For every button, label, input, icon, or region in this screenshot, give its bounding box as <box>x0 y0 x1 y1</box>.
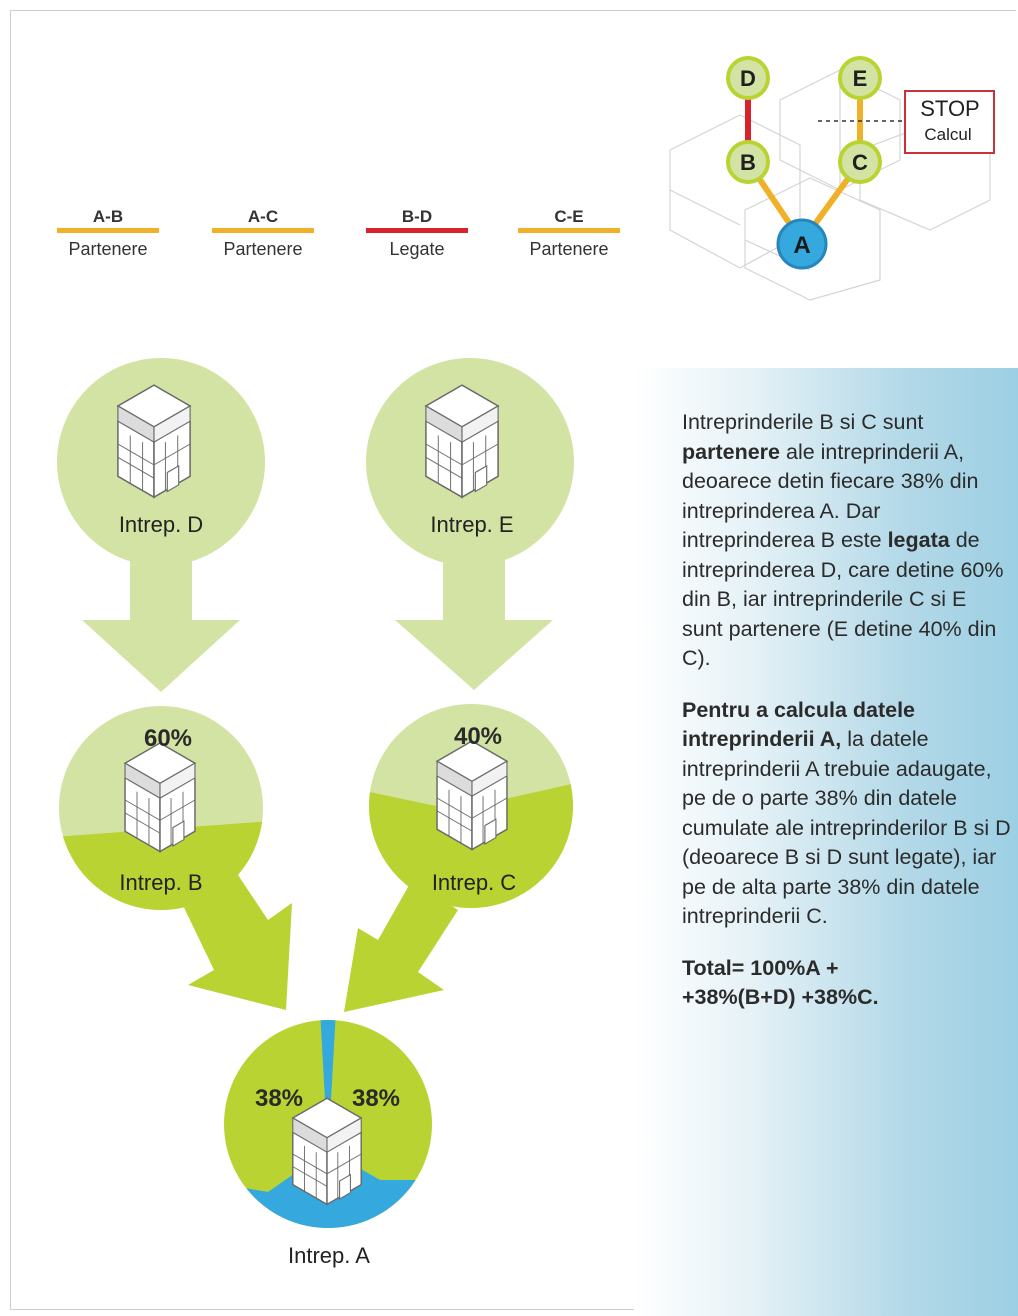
arrow-c-to-a <box>344 880 458 1012</box>
svg-text:40%: 40% <box>454 723 502 750</box>
circle-intrep-c: 40% Intrep. C <box>369 704 573 908</box>
legend-item-ce: C-E Partenere <box>514 206 624 260</box>
legend-code: B-D <box>401 207 433 226</box>
arrow-e-to-c <box>395 555 553 690</box>
svg-text:Intrep. D: Intrep. D <box>119 512 203 537</box>
legend-label: Partenere <box>223 239 303 259</box>
legend-label: Legate <box>389 239 445 259</box>
svg-text:STOP: STOP <box>920 96 980 121</box>
info-p1-e: de intreprinderea D, care detine 60% din… <box>682 528 1004 670</box>
circle-intrep-e: Intrep. E <box>366 358 574 566</box>
info-p1-a: Intreprinderile B si C sunt <box>682 410 924 434</box>
legend-bar-orange <box>518 228 620 233</box>
info-panel-background <box>634 368 1018 1316</box>
info-p2-body: la datele intreprinderii A trebuie adaug… <box>682 727 1011 928</box>
svg-text:60%: 60% <box>144 725 192 752</box>
svg-text:38%: 38% <box>255 1085 303 1112</box>
legend-code: A-C <box>247 207 279 226</box>
legend-bar-orange <box>57 228 159 233</box>
arrow-d-to-b <box>82 555 240 692</box>
info-paragraph-2: Pentru a calcula datele intreprinderii A… <box>682 696 1012 932</box>
mini-diagram: D E B C A STOP Calcul <box>669 56 995 301</box>
legend-item-bd: B-D Legate <box>362 206 472 260</box>
svg-text:E: E <box>853 66 868 91</box>
mini-node-d: D <box>726 56 770 100</box>
svg-text:Intrep. B: Intrep. B <box>119 870 202 895</box>
stop-box: STOP Calcul <box>904 90 995 154</box>
info-p1-legata: legata <box>887 528 950 552</box>
legend-item-ac: A-C Partenere <box>208 206 318 260</box>
svg-text:D: D <box>740 66 756 91</box>
info-text: Intreprinderile B si C sunt partenere al… <box>682 408 1012 1013</box>
svg-text:Intrep. C: Intrep. C <box>432 870 516 895</box>
info-p1-c: ale intreprinderii A, deoarece detin fie… <box>682 439 979 553</box>
info-paragraph-1: Intreprinderile B si C sunt partenere al… <box>682 408 1012 674</box>
svg-text:C: C <box>852 150 868 175</box>
legend-label: Partenere <box>68 239 148 259</box>
circle-a-label: Intrep. A <box>288 1243 370 1268</box>
legend-label: Partenere <box>529 239 609 259</box>
info-total: Total= 100%A + +38%(B+D) +38%C. <box>682 954 1012 1013</box>
mini-node-c: C <box>838 140 882 184</box>
svg-text:Intrep. E: Intrep. E <box>430 512 513 537</box>
legend-item-ab: A-B Partenere <box>53 206 163 260</box>
legend-code: A-B <box>92 207 124 226</box>
circle-intrep-d: Intrep. D <box>57 358 265 566</box>
info-p2-heading: Pentru a calcula datele intreprinderii A… <box>682 697 916 752</box>
arrows-top <box>82 555 553 692</box>
svg-text:A: A <box>793 232 810 259</box>
legend-code: C-E <box>554 207 584 226</box>
page-frame <box>10 10 1016 1310</box>
circle-intrep-a: 38% 38% <box>224 1020 432 1228</box>
svg-text:Calcul: Calcul <box>924 125 971 144</box>
info-total-line-2: +38%(B+D) +38%C. <box>682 985 879 1009</box>
svg-text:38%: 38% <box>352 1085 400 1112</box>
mini-node-a: A <box>776 218 828 270</box>
mini-node-e: E <box>838 56 882 100</box>
mini-node-b: B <box>726 140 770 184</box>
legend-bar-orange <box>212 228 314 233</box>
svg-text:B: B <box>740 150 756 175</box>
info-total-line-1: Total= 100%A + <box>682 955 839 980</box>
info-p1-partenere: partenere <box>682 439 780 464</box>
circle-a-top-blue-wedge <box>320 1020 336 1100</box>
legend-bar-red <box>366 228 468 233</box>
